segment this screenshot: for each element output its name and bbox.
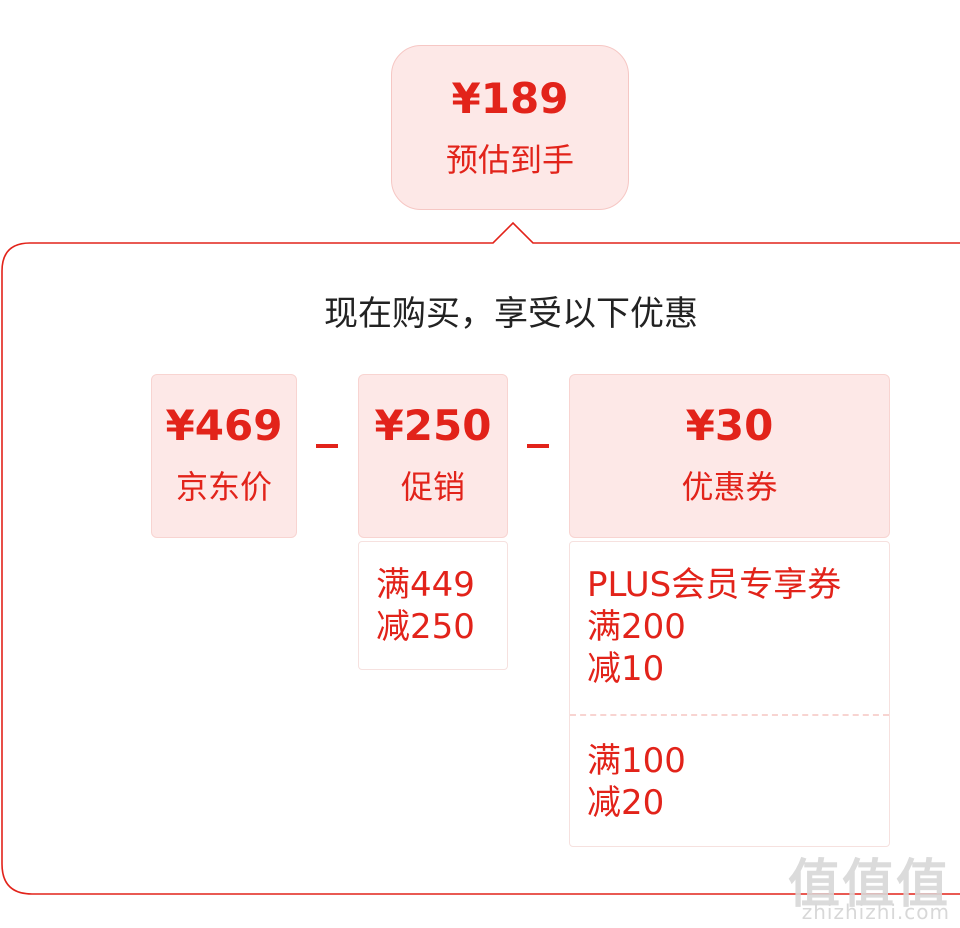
coupon-label: 优惠券 (681, 468, 778, 506)
coupon-item: PLUS会员专享券 满200 减10 (587, 564, 841, 690)
estimated-price-bubble: ¥189 预估到手 (391, 45, 629, 210)
coupon-value: ¥30 (685, 401, 774, 450)
coupon-name: PLUS会员专享券 (587, 565, 842, 605)
promotion-detail: 满449 减250 (358, 541, 508, 670)
promotion-discount: 减250 (376, 607, 475, 647)
watermark-logo: 值值值 (787, 855, 950, 915)
minus-sign-icon (316, 444, 338, 448)
coupon-discount: 减20 (587, 783, 665, 823)
estimated-price: ¥189 (451, 74, 569, 123)
coupon-item: 满100 减20 (587, 740, 686, 824)
minus-sign-icon (527, 444, 549, 448)
coupon-discount: 减10 (587, 649, 665, 689)
jd-price-label: 京东价 (175, 468, 272, 506)
watermark-text: zhizhizhi.com (801, 900, 950, 924)
jd-price-box: ¥469 京东价 (151, 374, 297, 538)
promotion-condition: 满449 (376, 565, 475, 605)
estimated-price-label: 预估到手 (445, 141, 574, 179)
coupon-detail: PLUS会员专享券 满200 减10 满100 减20 (569, 541, 890, 847)
coupon-condition: 满100 (587, 741, 686, 781)
promotion-label: 促销 (400, 468, 465, 506)
dashed-divider (570, 714, 889, 716)
coupon-condition: 满200 (587, 607, 686, 647)
promotion-box: ¥250 促销 (358, 374, 508, 538)
promotion-value: ¥250 (374, 401, 492, 450)
jd-price-value: ¥469 (165, 401, 283, 450)
panel-title: 现在购买，享受以下优惠 (324, 294, 698, 334)
coupon-box: ¥30 优惠券 (569, 374, 890, 538)
